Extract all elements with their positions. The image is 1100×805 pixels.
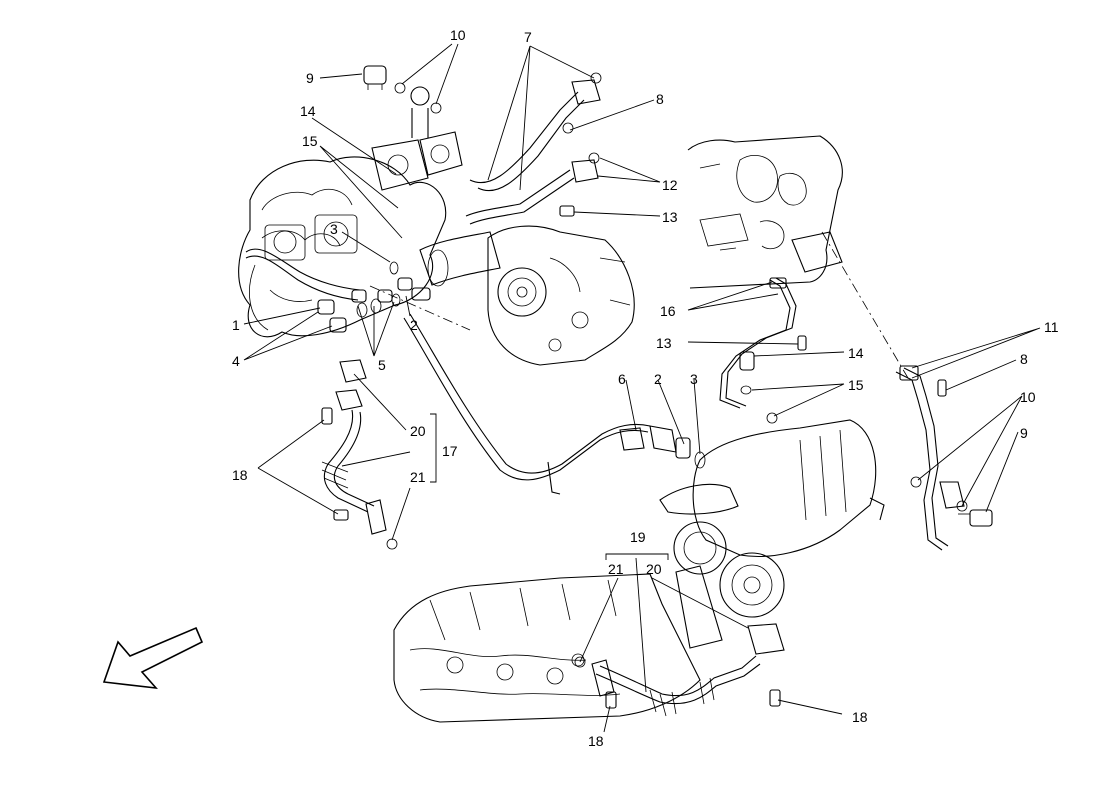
compressor-housing [487, 225, 635, 366]
callout-7: 7 [524, 29, 532, 45]
callout-2-right: 2 [654, 371, 662, 387]
callout-9-right: 9 [1020, 425, 1028, 441]
callout-14-top: 14 [300, 103, 316, 119]
callout-8-top: 8 [656, 91, 664, 107]
oil-pipe-left-upper [245, 248, 361, 291]
oil-pipe-left-upper-b [245, 255, 359, 301]
right-engine-block [687, 135, 843, 289]
right-turbocharger [659, 419, 885, 649]
callout-labels: 9 10 7 8 14 15 3 12 13 1 2 4 5 16 13 14 … [232, 27, 1059, 749]
callout-13-right: 13 [656, 335, 672, 351]
front-direction-arrow-icon [102, 626, 204, 690]
callout-10-right: 10 [1020, 389, 1036, 405]
callout-12: 12 [662, 177, 678, 193]
callout-20-bottom: 20 [646, 561, 662, 577]
callout-10-top: 10 [450, 27, 466, 43]
callout-9-top: 9 [306, 70, 314, 86]
callout-6: 6 [618, 371, 626, 387]
callout-2-left: 2 [410, 317, 418, 333]
callout-15-top: 15 [302, 133, 318, 149]
lower-water-pipe-assembly [574, 623, 785, 717]
callout-14-right: 14 [848, 345, 864, 361]
left-water-pipe-assembly [321, 359, 398, 550]
callout-11: 11 [1044, 319, 1059, 335]
centerline [369, 285, 471, 331]
leader-lines [243, 43, 1041, 733]
right-centerline [821, 231, 909, 379]
left-oil-fittings [317, 261, 431, 333]
callout-21-bottom: 21 [608, 561, 624, 577]
far-right-pipe [895, 365, 993, 551]
right-oil-feed-line [719, 277, 807, 424]
callout-19: 19 [630, 529, 646, 545]
callout-13-top: 13 [662, 209, 678, 225]
callout-21-left: 21 [410, 469, 426, 485]
callout-18-left: 18 [232, 467, 248, 483]
callout-16: 16 [660, 303, 676, 319]
callout-8-right: 8 [1020, 351, 1028, 367]
callout-1: 1 [232, 317, 240, 333]
callout-18-bottom: 18 [588, 733, 604, 749]
callout-3-left: 3 [330, 221, 338, 237]
upper-right-pipe [465, 152, 600, 225]
callout-15-right: 15 [848, 377, 864, 393]
callout-3-right: 3 [690, 371, 698, 387]
callout-18-right: 18 [852, 709, 868, 725]
callout-4: 4 [232, 353, 240, 369]
callout-5: 5 [378, 357, 386, 373]
callout-20-left: 20 [410, 423, 426, 439]
oil-drain-pipe [403, 313, 706, 495]
left-turbocharger-assembly [238, 131, 501, 338]
callout-17: 17 [442, 443, 458, 459]
